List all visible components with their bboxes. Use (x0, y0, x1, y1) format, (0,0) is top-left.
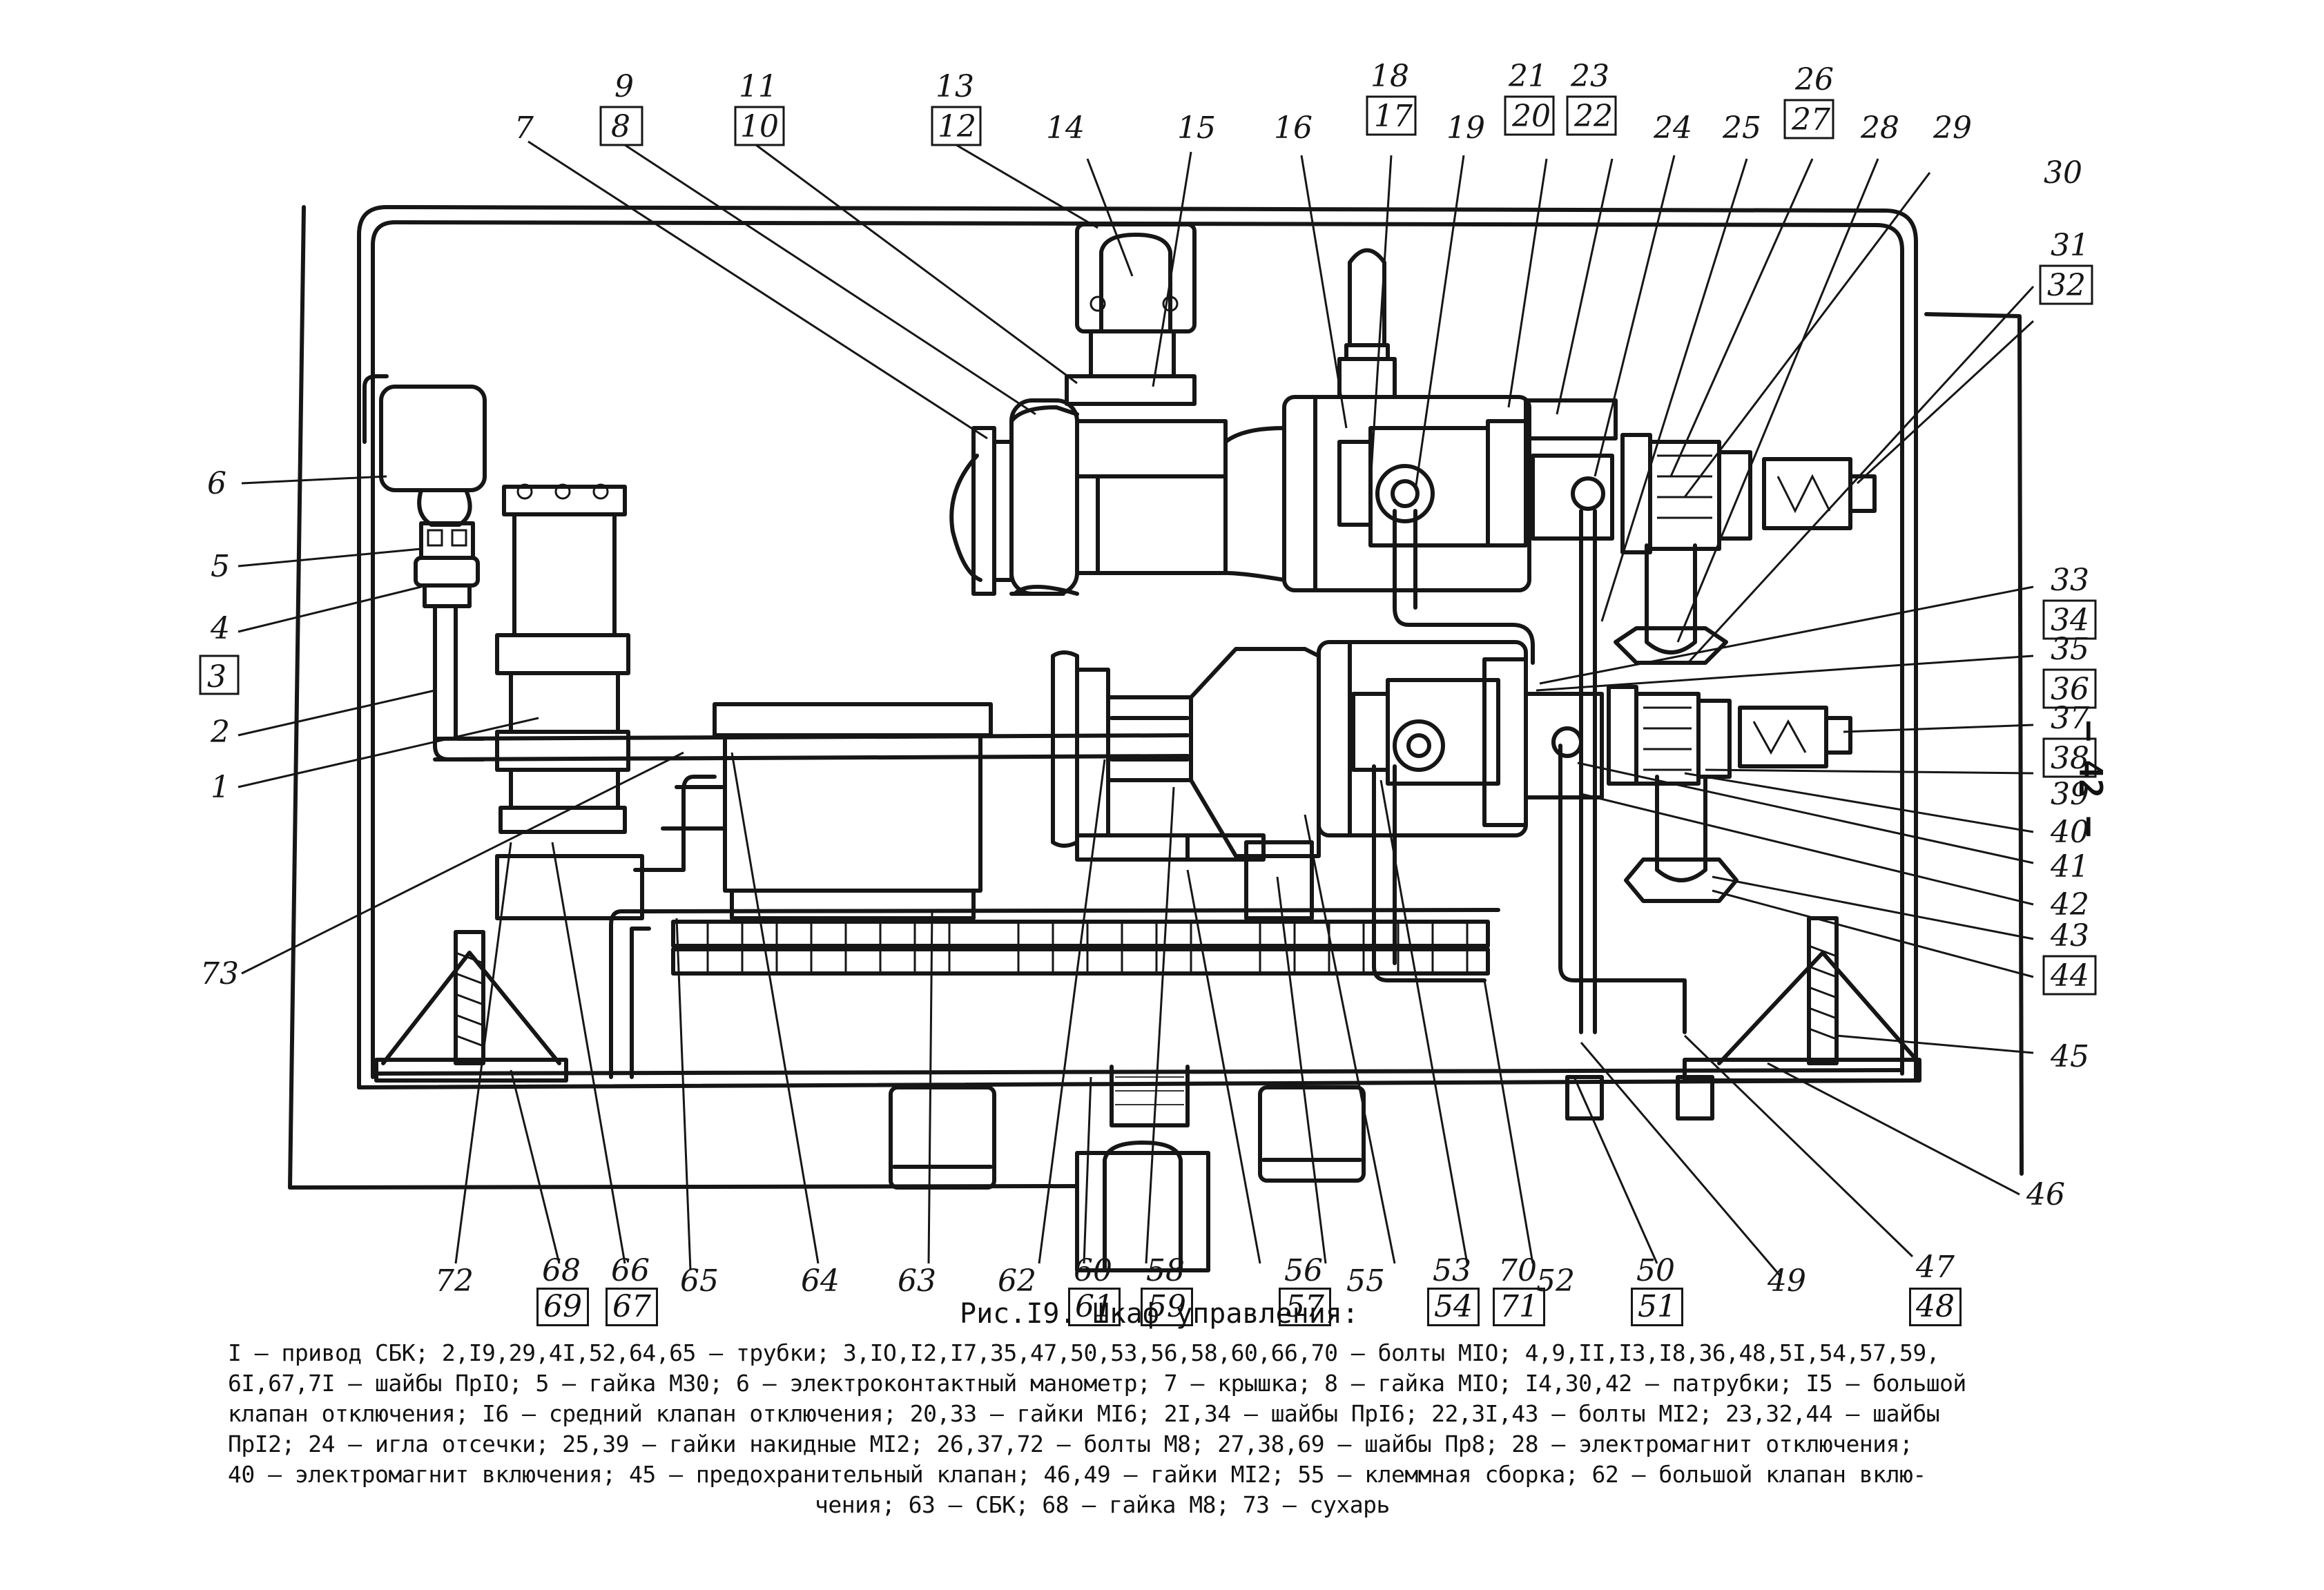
legend-line-5: 40 – электромагнит включения; 45 – предо… (228, 1461, 1926, 1488)
nozzle-42 (1624, 775, 1739, 903)
callout-25: 25 (1722, 110, 1761, 146)
callout-11: 11 (739, 69, 777, 104)
callout-38: 38 (2051, 741, 2089, 776)
callout-42: 42 (2050, 887, 2089, 922)
callout-63: 63 (898, 1263, 936, 1298)
callout-31: 31 (2051, 228, 2089, 263)
callout-17: 17 (1374, 99, 1413, 134)
control-cabinet-drawing: 6 5 4 3 2 1 73 7 9 8 11 10 13 12 14 15 1… (199, 59, 2097, 1298)
callout-53: 53 (1433, 1253, 1471, 1288)
nozzle-30 (1614, 543, 1728, 665)
callout-12: 12 (938, 109, 976, 144)
callout-4: 4 (210, 611, 230, 646)
callout-10: 10 (740, 109, 779, 144)
large-close-valve (1051, 647, 1321, 862)
legend-line-6: чения; 63 – СБК; 68 – гайка M8; 73 – сух… (815, 1491, 1390, 1518)
callout-32: 32 (2047, 268, 2086, 303)
callout-23: 23 (1570, 59, 1609, 94)
large-shutoff-valve (949, 398, 1286, 596)
callout-8: 8 (611, 109, 630, 144)
callout-65: 65 (680, 1263, 719, 1298)
callout-73: 73 (200, 956, 239, 991)
legend-line-2: 6I,67,7I – шайбы ПрIO; 5 – гайка М30; 6 … (228, 1370, 1966, 1397)
callout-9: 9 (614, 69, 634, 104)
callout-72: 72 (435, 1263, 474, 1298)
callout-7: 7 (514, 110, 534, 146)
callout-46: 46 (2026, 1177, 2065, 1212)
callout-30: 30 (2044, 155, 2082, 191)
leader-lines (238, 140, 2035, 1278)
callout-40: 40 (2050, 815, 2089, 850)
cabinet-enclosure (357, 205, 1918, 1089)
tube-64 (433, 733, 1190, 762)
callout-52: 52 (1536, 1263, 1575, 1298)
middle-close-valve (1317, 640, 1852, 837)
page-number: – 42 – (2072, 721, 2109, 837)
callout-13: 13 (936, 69, 974, 104)
callout-22: 22 (1573, 99, 1613, 134)
callout-21: 21 (1508, 59, 1547, 94)
callout-66: 66 (611, 1253, 650, 1288)
callout-70: 70 (1498, 1253, 1537, 1288)
callout-62: 62 (998, 1263, 1036, 1298)
callout-50: 50 (1636, 1253, 1675, 1288)
callout-43: 43 (2050, 918, 2089, 953)
callout-6: 6 (207, 466, 226, 501)
under-floor-parts (889, 1065, 1714, 1272)
callout-41: 41 (2050, 849, 2089, 884)
legend-line-3: клапан отключения; I6 – средний клапан о… (228, 1400, 1940, 1427)
callout-34: 34 (2051, 603, 2089, 638)
callout-29: 29 (1933, 110, 1972, 146)
callout-56: 56 (1284, 1253, 1323, 1288)
callout-64: 64 (801, 1263, 840, 1298)
callouts: 6 5 4 3 2 1 73 7 9 8 11 10 13 12 14 15 1… (199, 59, 2097, 1298)
callout-27: 27 (1791, 102, 1830, 137)
callout-26: 26 (1794, 62, 1834, 97)
callout-1: 1 (211, 770, 230, 805)
callout-20: 20 (1511, 99, 1551, 134)
terminal-assembly (671, 840, 1490, 976)
callout-68: 68 (542, 1253, 581, 1288)
callout-35: 35 (2051, 632, 2089, 667)
figure-title: Рис.I9. Шкаф управления: (960, 1298, 1359, 1330)
callout-37: 37 (2051, 701, 2089, 736)
callout-19: 19 (1446, 110, 1485, 146)
callout-3: 3 (207, 659, 226, 695)
callout-44: 44 (2050, 958, 2089, 993)
sbk-drive (495, 483, 630, 834)
legend-line-4: ПрI2; 24 – игла отсечки; 25,39 – гайки н… (228, 1431, 1913, 1457)
callout-36: 36 (2051, 672, 2089, 707)
callout-47: 47 (1915, 1250, 1955, 1285)
left-spring-mount (374, 854, 644, 1083)
nozzle-14 (1065, 222, 1197, 406)
middle-shutoff-valve (1282, 248, 1531, 627)
callout-24: 24 (1653, 110, 1692, 146)
callout-33: 33 (2051, 563, 2089, 598)
callout-60: 60 (1074, 1253, 1112, 1288)
callout-2: 2 (210, 715, 230, 750)
callout-18: 18 (1371, 59, 1409, 94)
legend-line-1: I – привод СБК; 2,I9,29,4I,52,64,65 – тр… (228, 1339, 1940, 1366)
callout-28: 28 (1860, 110, 1899, 146)
callout-39: 39 (2051, 777, 2089, 812)
safety-valve (1683, 916, 1921, 1083)
callout-15: 15 (1177, 110, 1216, 146)
callout-16: 16 (1274, 110, 1313, 146)
callout-58: 58 (1146, 1253, 1185, 1288)
shutoff-electromagnet-assembly (1524, 398, 1877, 627)
tubes (609, 623, 1687, 1079)
callout-49: 49 (1767, 1263, 1806, 1298)
callout-45: 45 (2050, 1039, 2089, 1074)
callout-5: 5 (211, 549, 230, 584)
callout-14: 14 (1046, 110, 1085, 146)
callout-55: 55 (1346, 1263, 1385, 1298)
